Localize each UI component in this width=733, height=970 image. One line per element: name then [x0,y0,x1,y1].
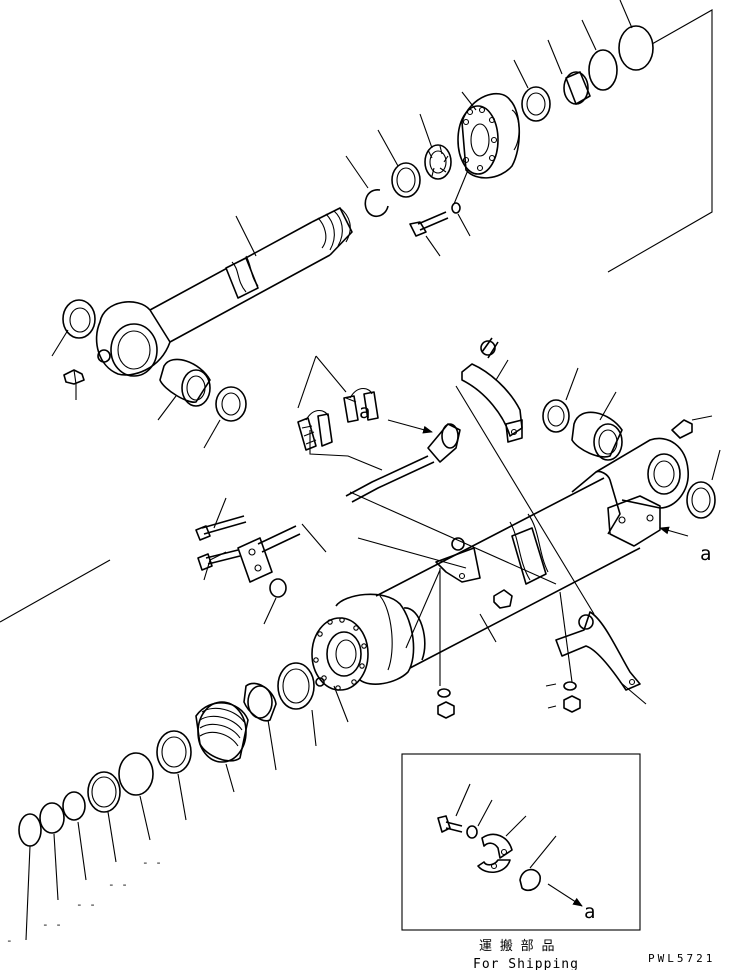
ship-bolt [437,815,463,833]
band-clamp-bottom [555,611,641,691]
clamp-nut-mid [493,589,513,609]
tube-lower [257,525,301,553]
rod-thread [311,207,353,256]
cylinder-head [335,593,426,685]
seal-ring-2 [521,86,551,122]
callout-a-right: a [700,543,711,565]
washer-mid-right [563,681,577,691]
grease-fitting-left [63,369,85,385]
seal-ring-b1 [156,730,192,774]
cylinder-bottom [571,437,689,547]
collar [563,71,591,105]
piston-nut [424,144,452,180]
shipping-caption-jp: 運 搬 部 品 [479,939,554,954]
rod-eye [95,301,171,377]
leader-lines-bottom [0,559,317,941]
drawing-code: PWL5721 [648,952,715,965]
hose-right [343,387,379,423]
gland-packing [195,701,249,763]
snap-ring [364,189,389,218]
washer-mid-left [437,688,451,698]
tube-fitting [427,423,461,463]
wear-ring-1 [391,162,421,198]
bolt-top [409,211,449,237]
o-ring-b3 [18,813,42,847]
arrow-icon [547,883,583,907]
pipe-clamp-bracket [435,537,481,583]
nut-mid-left [437,701,455,719]
seal-ring-cylinder-right [686,481,716,519]
plug-small [315,677,325,687]
callout-a-top: a [359,401,370,423]
seal-ring-big-1 [277,662,315,710]
nut-mid-right [563,695,581,713]
bolt-flange-1 [195,515,247,541]
rod-assembly [51,0,713,449]
hose-left [297,409,333,451]
o-ring-b2 [39,802,65,834]
washer-top [451,202,461,214]
cylinder-assembly [195,337,721,723]
band-clamp-top [461,337,523,443]
bushing-cylinder [571,411,623,461]
piston-head [457,92,521,179]
shipping-caption-en: For Shipping [473,957,579,970]
seal-ring-b3 [87,771,121,813]
seal-ring-cylinder-top [542,399,570,433]
arrow-icon [659,526,689,537]
bushing-head [243,682,277,722]
callout-a-box: a [584,901,595,923]
bottom-mark-1: - [6,934,13,947]
ship-clamp [477,833,513,873]
o-ring-2 [618,25,654,71]
bottom-mark-4: - - [108,878,128,891]
seal-ring-b2 [118,752,154,796]
o-ring-1 [588,49,618,91]
bushing-rod [159,358,211,407]
bottom-mark-5: - - [142,856,162,869]
bottom-mark-2: - - [42,918,62,931]
o-ring-b1 [62,791,86,821]
seal-ring-rod [215,386,247,422]
leader-lines-middle [203,355,721,723]
head-seal-kit [0,559,317,941]
tube-flange [237,537,273,583]
ship-washer [466,825,478,839]
bottom-mark-3: - - [76,898,96,911]
arrow-icon [387,419,433,434]
leader-lines-top [51,0,713,449]
tube-long [345,455,435,503]
o-ring-flange [269,578,287,598]
ship-cap [519,868,541,892]
cylinder-flange [311,617,369,691]
bolt-flange-2 [197,549,241,571]
grease-fitting-right [671,419,693,439]
shipping-box [401,753,641,931]
dust-seal-left [62,299,96,339]
